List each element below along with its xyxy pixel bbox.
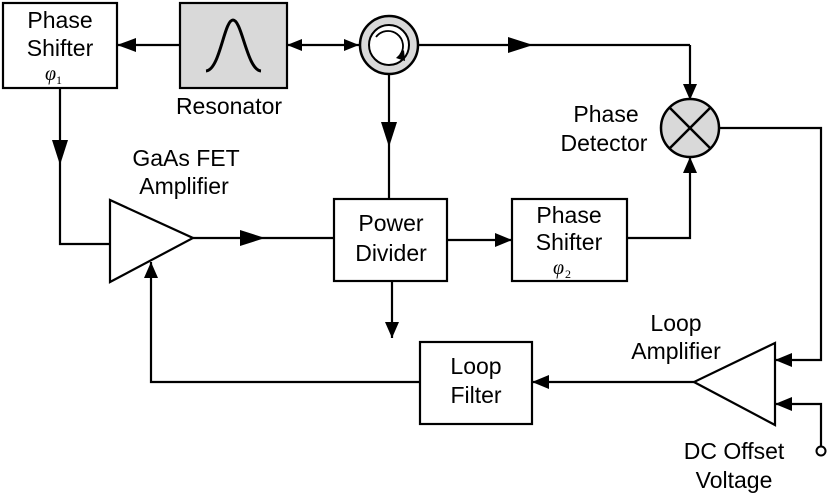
arrowhead [144, 262, 158, 278]
gaas-fet-amplifier-triangle [108, 198, 196, 284]
arrowhead [385, 322, 399, 338]
arrowhead [775, 353, 792, 367]
power-divider-label-line1: Power [358, 210, 424, 236]
power-divider-label-line2: Divider [355, 240, 427, 266]
phase-shifter-2-label-line2: Shifter [536, 229, 603, 255]
dc-offset-voltage-label-line1: DC Offset [684, 438, 785, 464]
arrowhead [775, 397, 792, 411]
mixer-cross-icon [669, 107, 711, 149]
loop-filter-box [418, 340, 534, 426]
arrowhead [344, 39, 359, 51]
arrowhead [683, 157, 697, 173]
loop-filter-label-line2: Filter [450, 382, 501, 408]
circulator-direction-arc-icon [375, 30, 404, 56]
phase-shifter-1-symbol: φ [45, 63, 56, 85]
phase-shifter-1-subscript: 1 [56, 73, 62, 87]
gaas-fet-amplifier-label-line2: Amplifier [139, 173, 229, 199]
resonator-label: Resonator [176, 93, 282, 119]
power-divider-box [332, 197, 449, 283]
phase-shifter-2-box [510, 197, 629, 283]
phase-shifter-1-label-line1: Phase [27, 7, 92, 33]
dc-offset-voltage-label-line2: Voltage [696, 467, 773, 493]
resonator-box [178, 1, 289, 90]
phase-shifter-2-symbol: φ [553, 257, 564, 279]
arrowhead [381, 122, 397, 147]
gaas-fet-amplifier-label-line1: GaAs FET [132, 145, 239, 171]
phase-shifter-1-label-line2: Shifter [27, 35, 94, 61]
arrowhead [117, 38, 136, 52]
wire-filter-to-amplifier [149, 262, 420, 384]
arrowhead [532, 375, 549, 389]
arrowhead [287, 39, 302, 51]
arrowhead [508, 37, 533, 53]
phase-shifter-2-subscript: 2 [565, 267, 571, 281]
phase-detector-label-line2: Detector [561, 130, 648, 156]
loop-amplifier-label-line1: Loop [650, 310, 701, 336]
phase-shifter-2-label-line1: Phase [536, 202, 601, 228]
loop-amplifier-label-line2: Amplifier [631, 338, 721, 364]
wire-shifter2-to-detector [627, 157, 692, 240]
circulator-direction-arrowhead [396, 50, 405, 61]
arrowhead [240, 230, 265, 246]
wire-shifter1-to-amplifier [58, 88, 110, 246]
wire-detector-to-loop-amplifier [719, 126, 823, 362]
phase-detector-label-line1: Phase [573, 101, 638, 127]
arrowhead [683, 84, 697, 100]
loop-amplifier-triangle [691, 341, 777, 427]
phase-shifter-1-box [1, 1, 119, 90]
arrowhead [495, 233, 512, 247]
dc-offset-terminal [815, 445, 827, 457]
resonance-curve-icon [205, 18, 262, 73]
loop-filter-label-line1: Loop [450, 353, 501, 379]
arrowhead [52, 140, 68, 165]
